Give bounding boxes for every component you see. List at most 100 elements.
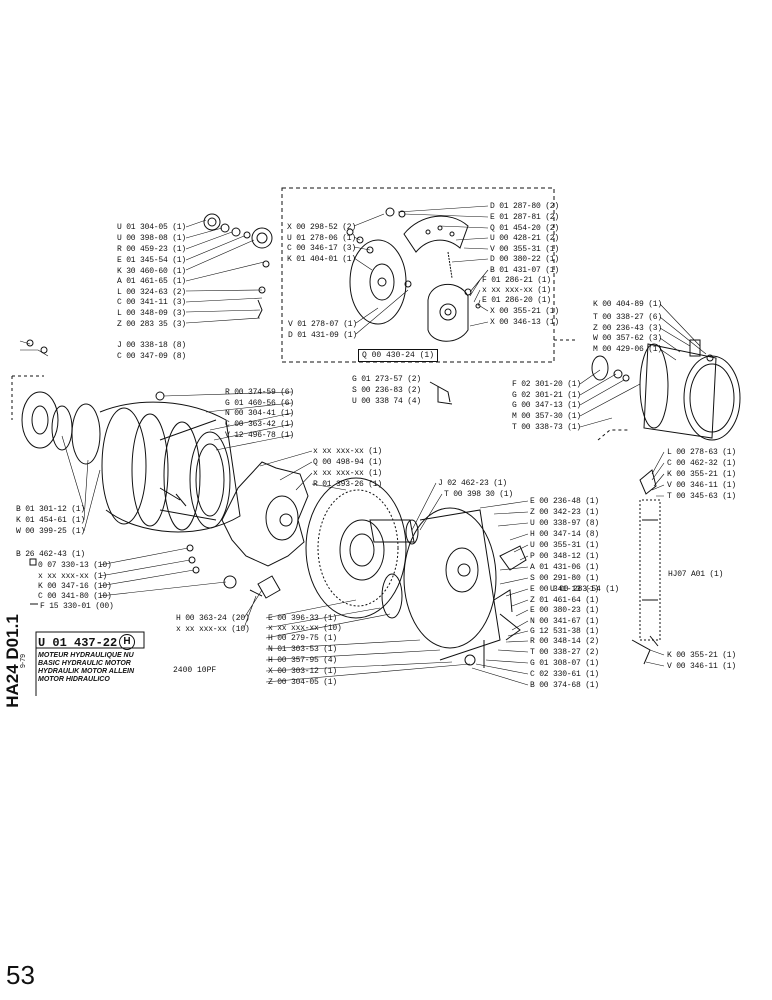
part-label: U 00 338-97 (8) <box>530 519 600 528</box>
part-label: C 00 363-42 (1) <box>225 420 295 429</box>
motor-housing <box>21 391 241 533</box>
part-label: U 00 355-31 (1) <box>530 541 600 550</box>
part-label: U 00 338 74 (4) <box>352 397 422 406</box>
part-label: V 00 346-11 (1) <box>667 481 737 490</box>
part-label: K 30 460-60 (1) <box>117 267 187 276</box>
part-label: K 00 355-21 (1) <box>667 651 737 660</box>
linkage-rod <box>429 381 453 405</box>
title-code: U 01 437-22 <box>38 636 118 650</box>
part-label: x xx xxx-xx (10) <box>268 624 342 633</box>
brake-cylinder <box>591 339 741 441</box>
part-label: V 00 346-11 (1) <box>667 662 737 671</box>
part-label: H 00 279-75 (1) <box>268 634 338 643</box>
title-line-4: MOTOR HIDRAULICO <box>38 676 110 683</box>
part-label: C 00 346-17 (3) <box>287 244 357 253</box>
part-label: X 00 303-12 (1) <box>268 667 338 676</box>
part-label: X 00 346-13 (1) <box>490 318 560 327</box>
part-label: R 00 374-59 (6) <box>225 388 295 397</box>
title-line-1: MOTEUR HYDRAULIQUE NU <box>38 652 134 659</box>
title-line-3: HYDRAULIK MOTOR ALLEIN <box>38 668 135 675</box>
part-label: L 00 278-63 (1) <box>667 448 737 457</box>
part-label: K 01 454-61 (1) <box>16 516 86 525</box>
part-label: G 01 460-56 (6) <box>225 399 295 408</box>
part-label: D 00 380-22 (1) <box>490 255 560 264</box>
part-label: E 00 380-23 (1) <box>530 606 600 615</box>
part-label: B 01 431-07 (1) <box>490 266 560 275</box>
part-label: U 01 278-06 (1) <box>287 234 357 243</box>
part-label: H 00 347-14 (8) <box>530 530 600 539</box>
part-label: K 00 404-89 (1) <box>593 300 663 309</box>
part-label: K 01 404-01 (1) <box>287 255 357 264</box>
front-cover <box>403 507 527 668</box>
part-label: A 01 461-65 (1) <box>117 277 187 286</box>
part-label: C 02 330-61 (1) <box>530 670 600 679</box>
part-label: F 02 301-20 (1) <box>512 380 582 389</box>
part-label: M 00 357-30 (1) <box>512 412 582 421</box>
part-label: Z 00 236-43 (3) <box>593 324 663 333</box>
part-label: C 00 462-32 (1) <box>667 459 737 468</box>
box-assembly-label: Q 00 430-24 (1) <box>358 349 439 362</box>
part-label: A 01 431-06 (1) <box>530 563 600 572</box>
part-label: G 01 273-57 (2) <box>352 375 422 384</box>
part-label: Z 01 461-64 (1) <box>530 596 600 605</box>
part-label: T 00 345-63 (1) <box>667 492 737 501</box>
part-label: X 00 298-52 (2) <box>287 223 357 232</box>
part-label: Z 00 283 35 (3) <box>117 320 187 329</box>
part-label: H 00 357-95 (4) <box>268 656 338 665</box>
part-label: V 01 278-07 (1) <box>288 320 358 329</box>
part-label: V 12 496-78 (1) <box>225 431 295 440</box>
top-left-parts <box>203 213 273 319</box>
gerotor-star <box>221 461 309 567</box>
part-label: N 01 303-53 (1) <box>268 645 338 654</box>
part-label: B 26 462-43 (1) <box>16 550 86 559</box>
part-label: HJ07 A01 (1) <box>668 570 724 579</box>
ring-gear <box>305 477 407 619</box>
part-label: D 01 431-09 (1) <box>288 331 358 340</box>
part-label: x xx xxx-xx (1) <box>38 572 108 581</box>
part-label: W 00 399-25 (1) <box>16 527 86 536</box>
part-label: x xx xxx-xx (10) <box>176 625 250 634</box>
part-label: K 00 355-21 (1) <box>667 470 737 479</box>
part-label: D 01 287-80 (2) <box>490 202 560 211</box>
part-label: B 01 301-12 (1) <box>16 505 86 514</box>
brake-assembly-box <box>281 187 555 363</box>
part-label: T 00 338-73 (1) <box>512 423 582 432</box>
part-label: U 00 283-54 (1) <box>550 585 620 594</box>
part-label: L 00 324-63 (2) <box>117 288 187 297</box>
part-label: C 00 347-09 (8) <box>117 352 187 361</box>
part-label: E 01 287-81 (2) <box>490 213 560 222</box>
part-label: E 01 345-54 (1) <box>117 256 187 265</box>
part-label: 0 07 330-13 (10) <box>38 561 112 570</box>
part-label: x xx xxx-xx (1) <box>313 447 383 456</box>
part-label: R 00 459-23 (1) <box>117 245 187 254</box>
part-label: S 00 236-83 (2) <box>352 386 422 395</box>
part-label: H 00 363-24 (20) <box>176 614 250 623</box>
part-label: W 00 357-62 (3) <box>593 334 663 343</box>
part-label: S 00 291-80 (1) <box>530 574 600 583</box>
part-label: G 01 308-07 (1) <box>530 659 600 668</box>
part-label: Q 01 454-20 (2) <box>490 224 560 233</box>
part-label: C 00 341-11 (3) <box>117 298 187 307</box>
part-label: N 00 341-67 (1) <box>530 617 600 626</box>
part-label: K 00 347-16 (10) <box>38 582 112 591</box>
part-label: E 00 396-33 (1) <box>268 614 338 623</box>
brake-shoe <box>385 207 469 288</box>
part-label: E 01 286-20 (1) <box>482 296 552 305</box>
part-label: N 00 304-41 (1) <box>225 409 295 418</box>
part-label: Z 00 342-23 (1) <box>530 508 600 517</box>
part-label: G 12 531-38 (1) <box>530 627 600 636</box>
part-label: F 15 330-01 (00) <box>40 602 114 611</box>
part-label: G 02 301-21 (1) <box>512 391 582 400</box>
part-label: J 00 338-18 (8) <box>117 341 187 350</box>
part-label: U 01 304-05 (1) <box>117 223 187 232</box>
part-label: B 00 374-68 (1) <box>530 681 600 690</box>
part-label: Q 00 498-94 (1) <box>313 458 383 467</box>
fitting <box>249 575 281 599</box>
part-label: T 00 398 30 (1) <box>444 490 514 499</box>
vertical-valve <box>631 469 661 665</box>
part-label: M 00 429-06 (1) <box>593 345 663 354</box>
part-label: R 00 348-14 (2) <box>530 637 600 646</box>
page-number: 53 <box>6 960 35 990</box>
leader-lines <box>19 205 707 686</box>
